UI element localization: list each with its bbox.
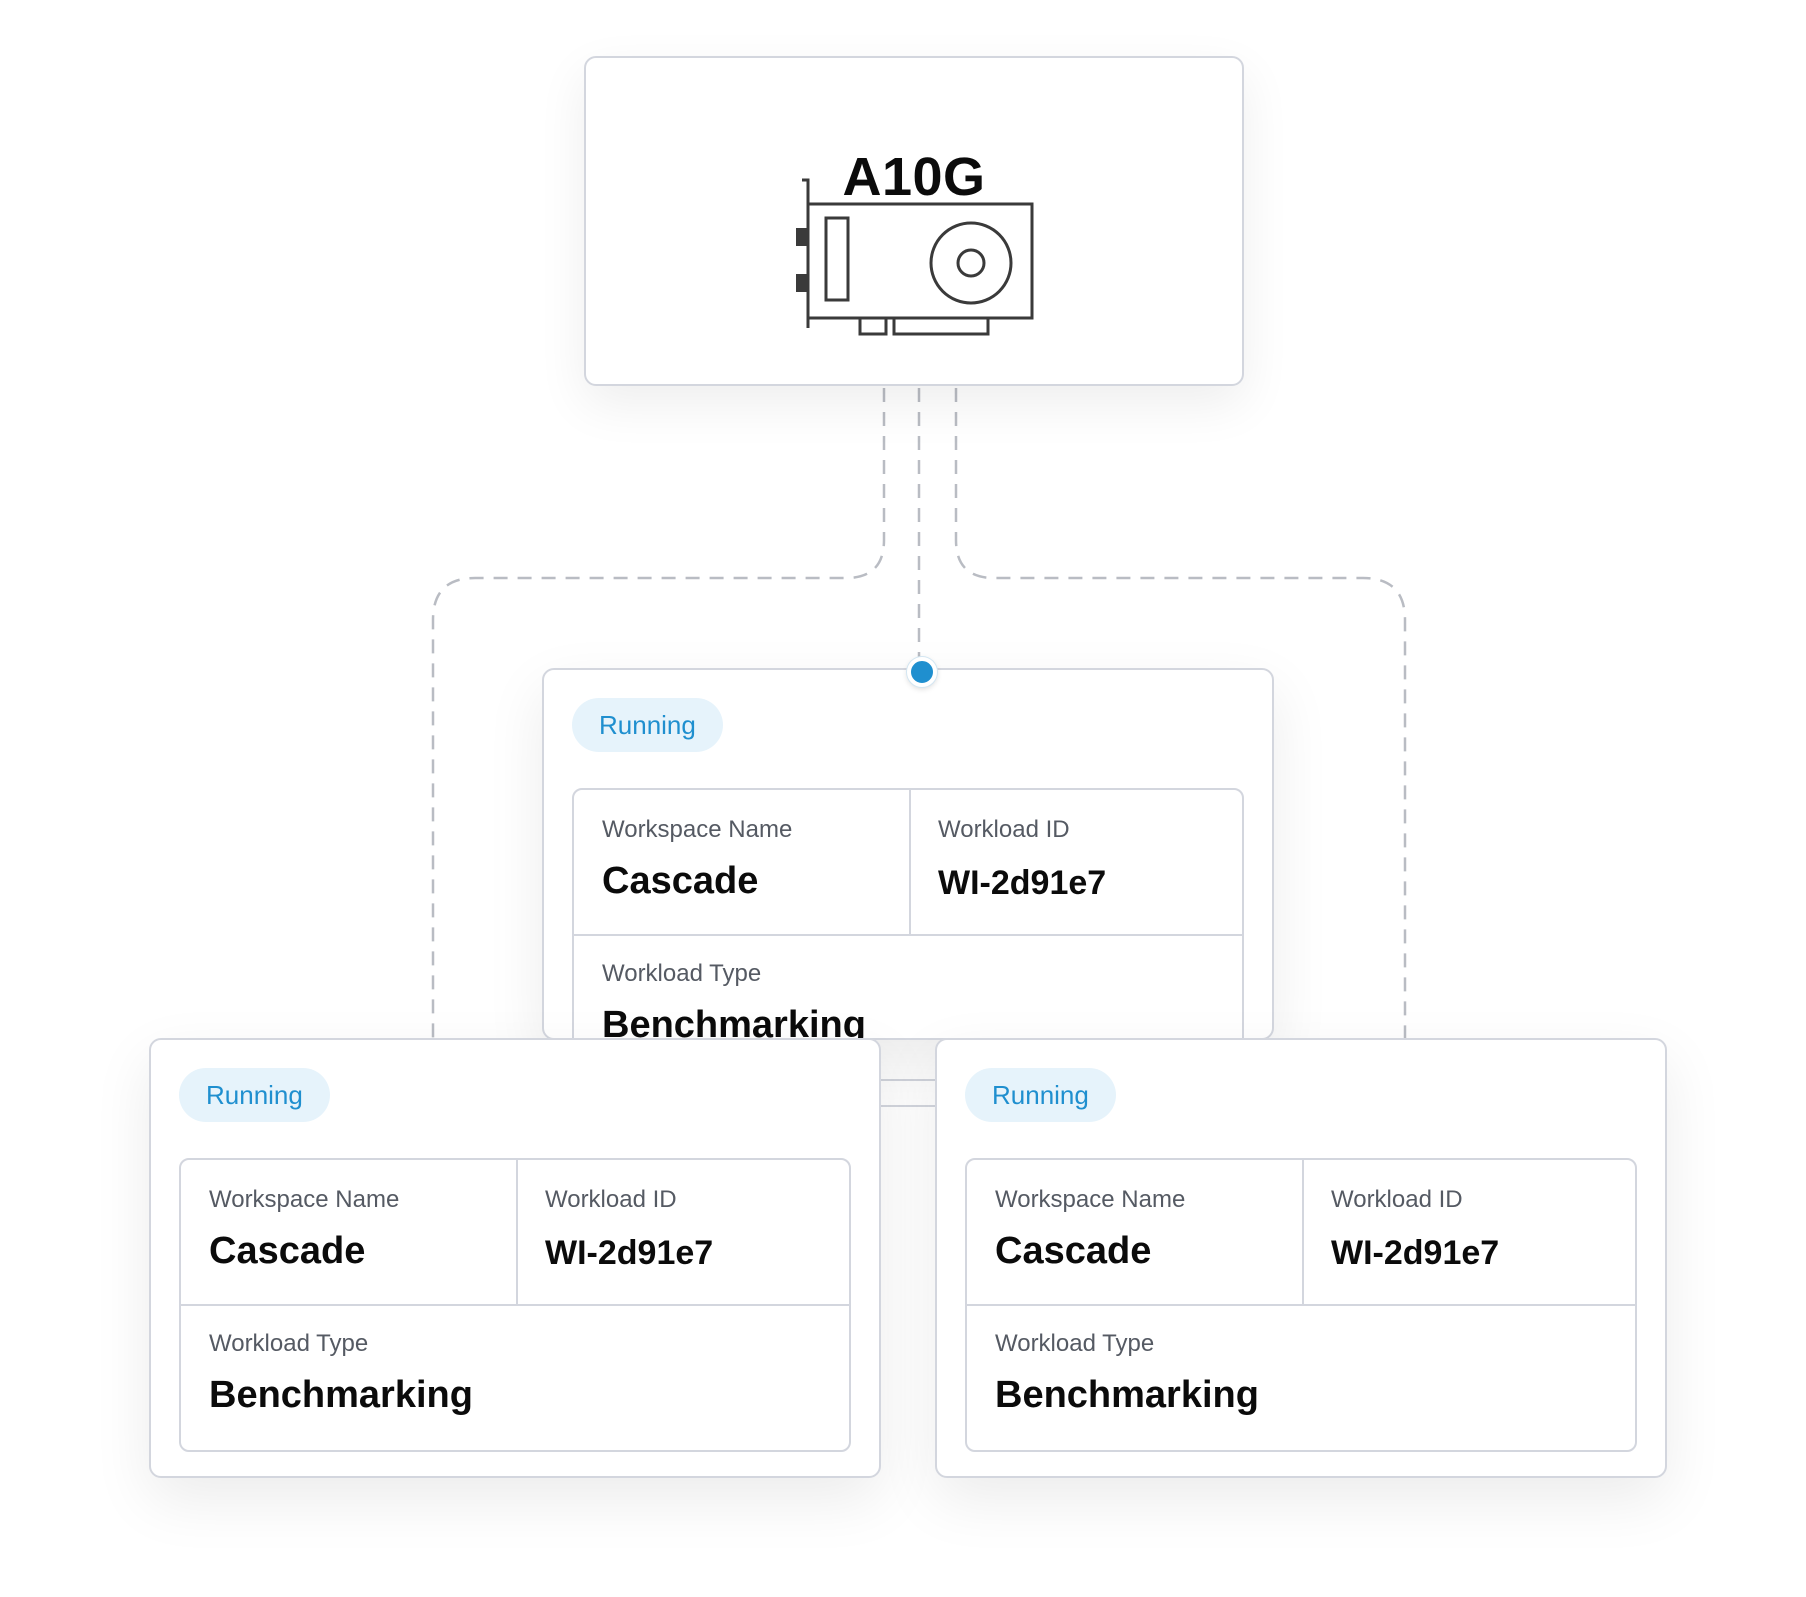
workspace-name-value: Cascade	[209, 1230, 366, 1272]
workspace-name-cell: Workspace Name Cascade	[995, 1186, 1186, 1272]
workspace-name-label: Workspace Name	[602, 816, 793, 843]
workload-info-table: Workspace Name Cascade Workload ID WI-2d…	[179, 1158, 851, 1452]
workspace-name-value: Cascade	[995, 1230, 1152, 1272]
workload-id-label: Workload ID	[545, 1186, 677, 1213]
divider	[1302, 1160, 1304, 1304]
workload-id-value: WI-2d91e7	[1331, 1234, 1500, 1272]
divider	[574, 934, 1242, 936]
status-badge: Running	[965, 1068, 1116, 1122]
status-badge: Running	[179, 1068, 330, 1122]
workload-type-label: Workload Type	[209, 1330, 369, 1357]
workload-id-cell: Workload ID WI-2d91e7	[1331, 1186, 1500, 1272]
workload-id-value: WI-2d91e7	[545, 1234, 714, 1272]
workload-card-top[interactable]: Running Workspace Name Cascade Workload …	[542, 668, 1274, 1040]
workspace-name-label: Workspace Name	[209, 1186, 400, 1213]
workspace-name-value: Cascade	[602, 860, 759, 902]
workspace-name-cell: Workspace Name Cascade	[602, 816, 793, 902]
workload-type-cell: Workload Type Benchmarking	[209, 1330, 473, 1416]
workload-type-label: Workload Type	[995, 1330, 1155, 1357]
gpu-name: A10G	[842, 147, 986, 207]
workload-type-value: Benchmarking	[602, 1004, 866, 1040]
connector-left	[431, 388, 886, 1038]
workload-type-cell: Workload Type Benchmarking	[602, 960, 866, 1040]
workload-info-table: Workspace Name Cascade Workload ID WI-2d…	[572, 788, 1244, 1040]
workload-id-cell: Workload ID WI-2d91e7	[938, 816, 1107, 902]
workload-id-cell: Workload ID WI-2d91e7	[545, 1186, 714, 1272]
workload-id-value: WI-2d91e7	[938, 864, 1107, 902]
gpu-card: A10G	[584, 56, 1244, 386]
workspace-name-label: Workspace Name	[995, 1186, 1186, 1213]
workload-id-label: Workload ID	[1331, 1186, 1463, 1213]
connection-dot	[907, 657, 937, 687]
workspace-name-cell: Workspace Name Cascade	[209, 1186, 400, 1272]
workload-type-cell: Workload Type Benchmarking	[995, 1330, 1259, 1416]
divider	[181, 1304, 849, 1306]
workload-card-left[interactable]: Running Workspace Name Cascade Workload …	[149, 1038, 881, 1478]
workload-type-value: Benchmarking	[995, 1374, 1259, 1416]
workload-card-right[interactable]: Running Workspace Name Cascade Workload …	[935, 1038, 1667, 1478]
gpu-card-icon	[796, 178, 1034, 336]
workload-info-table: Workspace Name Cascade Workload ID WI-2d…	[965, 1158, 1637, 1452]
workload-id-label: Workload ID	[938, 816, 1070, 843]
divider	[516, 1160, 518, 1304]
connector-right	[954, 388, 1407, 1038]
status-badge: Running	[572, 698, 723, 752]
workload-type-label: Workload Type	[602, 960, 762, 987]
workload-type-value: Benchmarking	[209, 1374, 473, 1416]
divider	[909, 790, 911, 934]
divider	[967, 1304, 1635, 1306]
